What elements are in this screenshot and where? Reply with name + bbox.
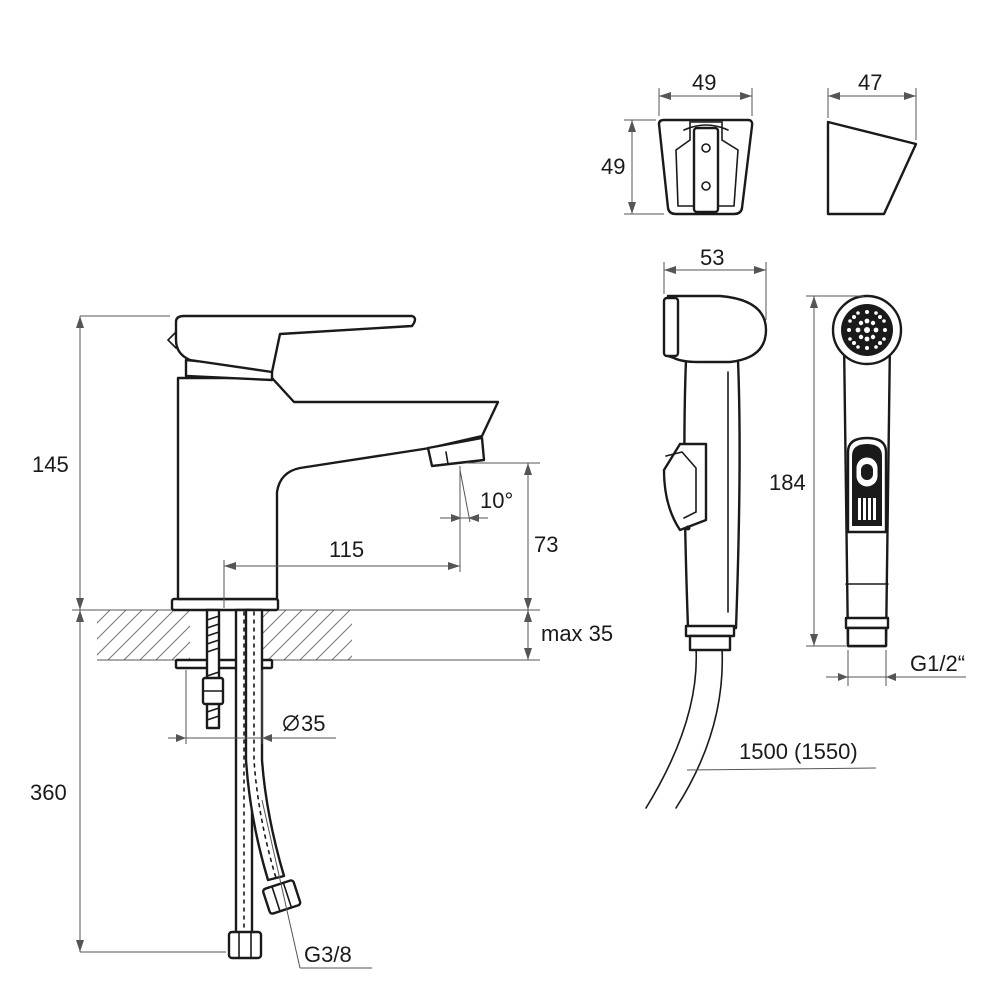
screw-hole-icon xyxy=(701,143,711,153)
shower-connector xyxy=(688,634,732,652)
shower-side-dimensions: 53 1500 (1550) xyxy=(663,245,877,771)
shower-length-label: 184 xyxy=(769,470,806,495)
hose-length-360-label: 360 xyxy=(30,780,67,805)
supply-thread-label: G3/8 xyxy=(304,942,352,967)
hand-shower-front-view xyxy=(831,294,903,648)
hose-nut-straight xyxy=(227,930,263,960)
spray-holes-icon xyxy=(841,304,893,356)
faucet-body xyxy=(166,314,500,612)
hole-diameter-label: 35 xyxy=(301,711,325,736)
faucet-mounting xyxy=(174,608,302,960)
shower-thread-label: G1/2“ xyxy=(910,651,965,676)
shower-hose-inner xyxy=(645,647,698,809)
countertop-section xyxy=(97,609,352,661)
shower-handle xyxy=(683,358,741,630)
holder-width-label: 49 xyxy=(692,70,716,95)
faucet-aerator xyxy=(426,436,486,468)
screw-hole-icon xyxy=(701,181,711,191)
wall-holder-front-view xyxy=(657,118,754,216)
hand-shower-side-view xyxy=(645,294,768,809)
shower-nozzle-face xyxy=(662,296,680,358)
holder-depth-label: 47 xyxy=(858,70,882,95)
shower-hose-outer xyxy=(675,647,724,809)
max-thickness-label: max 35 xyxy=(541,621,613,646)
faucet-spout xyxy=(176,376,500,601)
shower-hose-length-label: 1500 (1550) xyxy=(739,739,858,764)
holder-clip xyxy=(692,126,720,214)
diameter-icon xyxy=(283,714,299,732)
holder-front-dimensions: 49 49 xyxy=(601,70,753,215)
wall-holder-side-view xyxy=(826,120,918,216)
shower-front-collar xyxy=(844,616,890,630)
shower-width-label: 53 xyxy=(700,245,724,270)
faucet-base-plate xyxy=(170,597,280,612)
spray-angle-label: 10° xyxy=(480,488,513,513)
height-145-label: 145 xyxy=(32,452,69,477)
shower-front-connector xyxy=(846,626,888,648)
spout-height-73-label: 73 xyxy=(534,532,558,557)
holder-height-label: 49 xyxy=(601,154,625,179)
faucet-dimensions: 145 360 115 10° 73 max 35 xyxy=(30,315,613,969)
shower-head xyxy=(666,294,768,364)
button-grip-icon xyxy=(858,498,876,520)
faucet-lever-handle xyxy=(174,314,417,374)
shower-front-dimensions: 184 G1/2“ xyxy=(769,295,966,686)
holder-side-dimensions: 47 xyxy=(827,70,917,140)
spout-reach-115-label: 115 xyxy=(329,537,364,562)
supply-hose-bent xyxy=(244,608,286,882)
shower-collar xyxy=(684,624,736,638)
